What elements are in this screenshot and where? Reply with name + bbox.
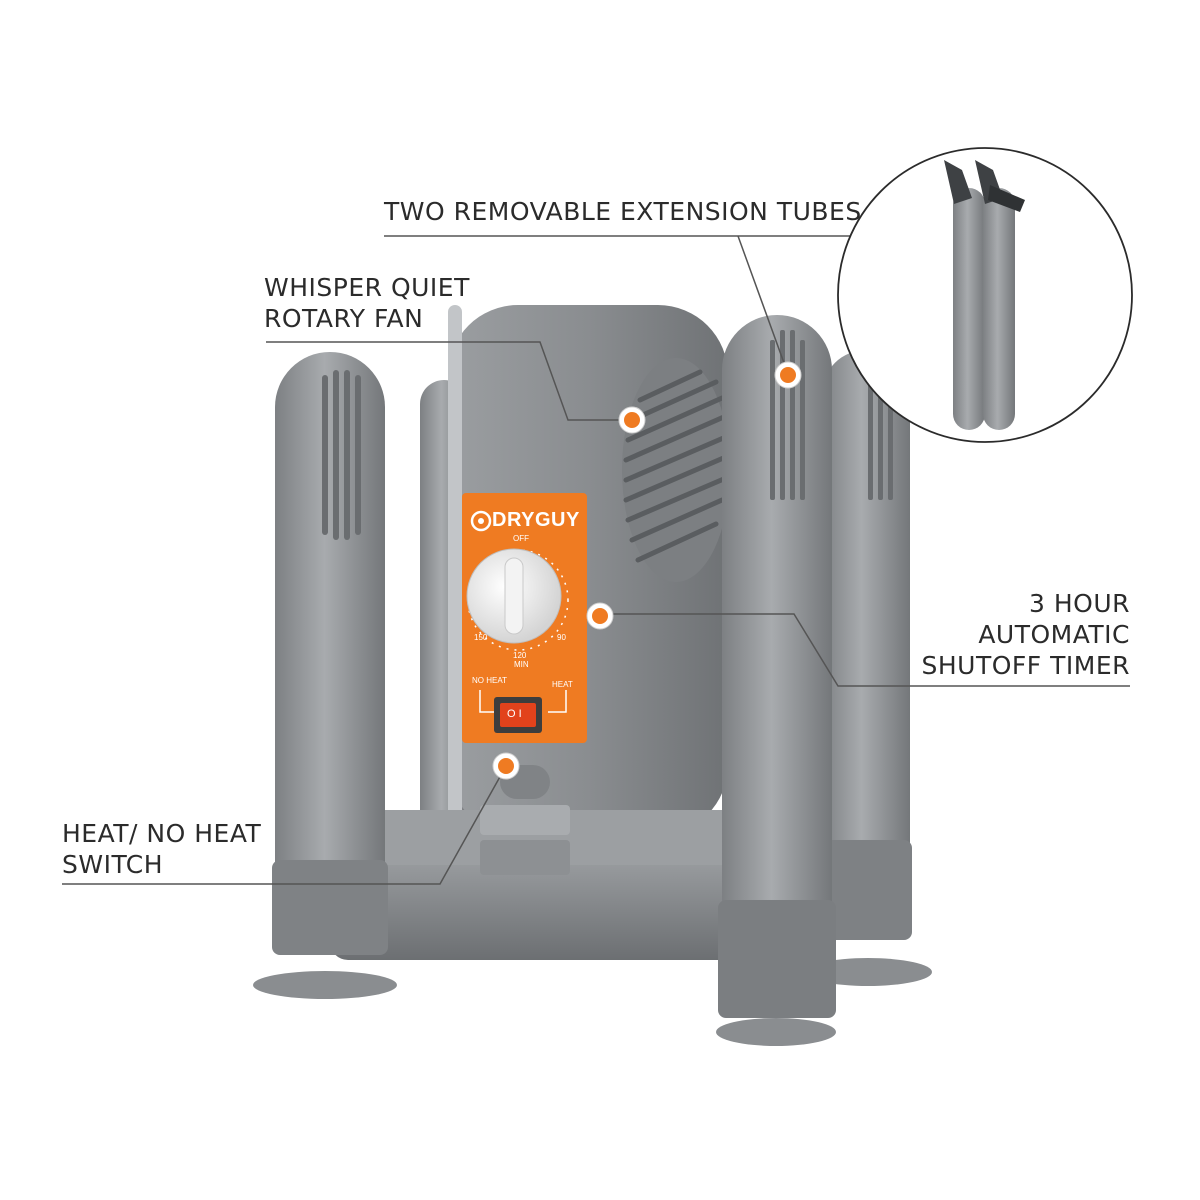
control-panel [462, 493, 587, 743]
timer-dial-ticks [467, 549, 569, 651]
heat-brackets [479, 690, 567, 713]
heat-switch[interactable] [494, 697, 542, 733]
callout-switch-line1: HEAT/ NO HEAT [62, 819, 262, 848]
callout-shutoff-timer: 3 HOUR AUTOMATIC SHUTOFF TIMER [921, 588, 1130, 681]
heat-label: HEAT [552, 680, 573, 689]
panel-brand: DRYGUY [492, 509, 580, 531]
callout-rotary-fan: WHISPER QUIET ROTARY FAN [264, 272, 470, 334]
dial-90-label: 90 [557, 633, 566, 642]
extension-tubes-inset [837, 147, 1133, 443]
no-heat-label: NO HEAT [472, 676, 507, 685]
fan-grille [622, 358, 731, 582]
dial-150-label: 150 [474, 633, 488, 642]
leader-lines [62, 235, 1130, 885]
callout-fan-line1: WHISPER QUIET [264, 273, 470, 302]
switch-glyphs: O I [507, 708, 522, 720]
dial-120-label: 120 [513, 651, 527, 660]
dryer-base [330, 765, 830, 960]
front-left-tube [253, 352, 397, 999]
hotspot-markers [492, 361, 802, 780]
callout-timer-line1: 3 HOUR [1029, 589, 1130, 618]
callout-extension-tubes: TWO REMOVABLE EXTENSION TUBES [384, 196, 862, 227]
callout-timer-line3: SHUTOFF TIMER [921, 651, 1130, 680]
timer-knob[interactable] [466, 548, 562, 644]
callout-timer-line2: AUTOMATIC [978, 620, 1130, 649]
callout-fan-line2: ROTARY FAN [264, 304, 424, 333]
dryguy-logo-icon [470, 510, 492, 532]
dial-off-label: OFF [513, 534, 529, 543]
callout-switch-line2: SWITCH [62, 850, 164, 879]
front-right-tube [716, 315, 836, 1046]
dial-min-label: MIN [514, 660, 529, 669]
callout-heat-switch: HEAT/ NO HEAT SWITCH [62, 818, 261, 880]
callout-tubes-line1: TWO REMOVABLE EXTENSION TUBES [384, 197, 862, 226]
